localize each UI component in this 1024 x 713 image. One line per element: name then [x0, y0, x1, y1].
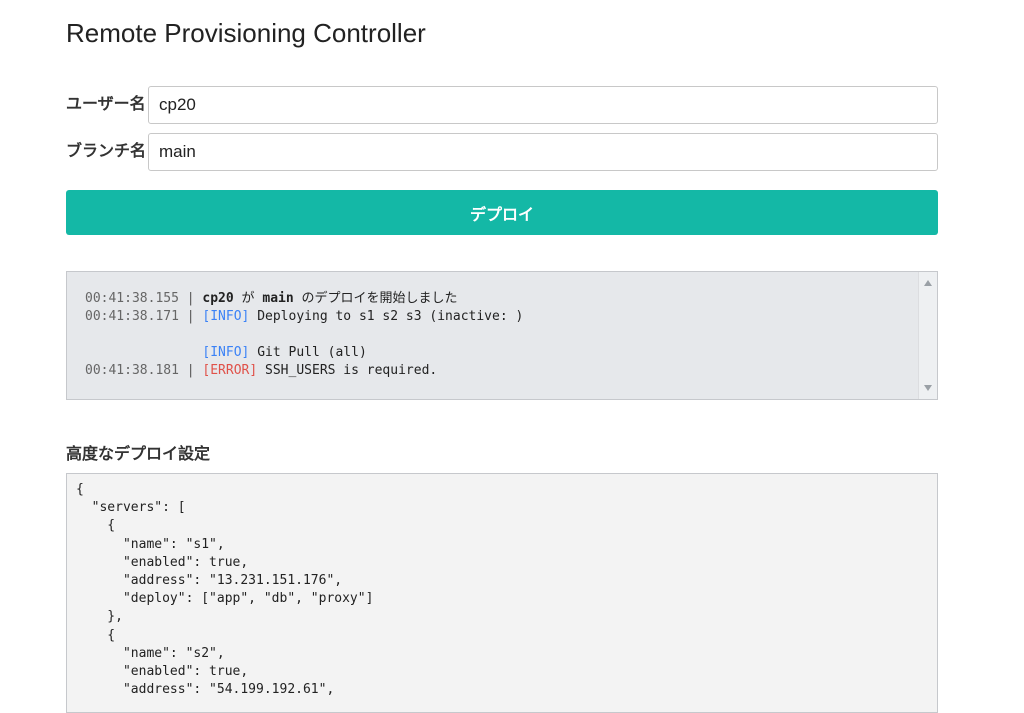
- config-json-text[interactable]: { "servers": [ { "name": "s1", "enabled"…: [76, 482, 374, 698]
- log-time: 00:41:38.155: [85, 291, 179, 306]
- log-particle: が: [241, 291, 255, 306]
- log-message: のデプロイを開始しました: [301, 291, 458, 306]
- log-level-info: [INFO]: [202, 309, 250, 324]
- log-time: 00:41:38.181: [85, 363, 179, 378]
- branch-row: ブランチ名: [66, 133, 938, 171]
- log-separator: |: [186, 309, 195, 324]
- scroll-up-arrow-icon[interactable]: [924, 280, 932, 286]
- log-user: cp20: [202, 291, 234, 306]
- page-title: Remote Provisioning Controller: [66, 18, 426, 48]
- advanced-settings-title: 高度なデプロイ設定: [66, 446, 211, 463]
- advanced-config-editor[interactable]: { "servers": [ { "name": "s1", "enabled"…: [66, 473, 938, 713]
- username-input[interactable]: [148, 86, 938, 124]
- log-separator: |: [186, 291, 195, 306]
- username-row: ユーザー名: [66, 86, 938, 124]
- log-level-error: [ERROR]: [202, 363, 258, 378]
- log-content: 00:41:38.155 | cp20 が main のデプロイを開始しました …: [85, 290, 913, 380]
- log-line: 00:41:38.181 | [ERROR] SSH_USERS is requ…: [85, 362, 913, 380]
- log-separator: |: [186, 363, 195, 378]
- log-message: Git Pull (all): [257, 345, 367, 360]
- log-level-info: [INFO]: [202, 345, 250, 360]
- branch-label: ブランチ名: [66, 143, 147, 160]
- deploy-button[interactable]: デプロイ: [66, 190, 938, 235]
- log-message: Deploying to s1 s2 s3 (inactive: ): [257, 309, 524, 324]
- log-time: 00:41:38.171: [85, 309, 179, 324]
- deploy-log[interactable]: 00:41:38.155 | cp20 が main のデプロイを開始しました …: [66, 271, 938, 400]
- branch-input[interactable]: [148, 133, 938, 171]
- log-blank-line: [85, 326, 913, 344]
- username-label: ユーザー名: [66, 96, 146, 113]
- log-line: 00:41:38.171 | [INFO] Deploying to s1 s2…: [85, 308, 913, 326]
- log-message: SSH_USERS is required.: [265, 363, 438, 378]
- scroll-down-arrow-icon[interactable]: [924, 385, 932, 391]
- log-line: 00:41:38.155 | cp20 が main のデプロイを開始しました: [85, 290, 913, 308]
- log-line: [INFO] Git Pull (all): [85, 344, 913, 362]
- log-scrollbar[interactable]: [918, 272, 937, 399]
- log-branch: main: [262, 291, 294, 306]
